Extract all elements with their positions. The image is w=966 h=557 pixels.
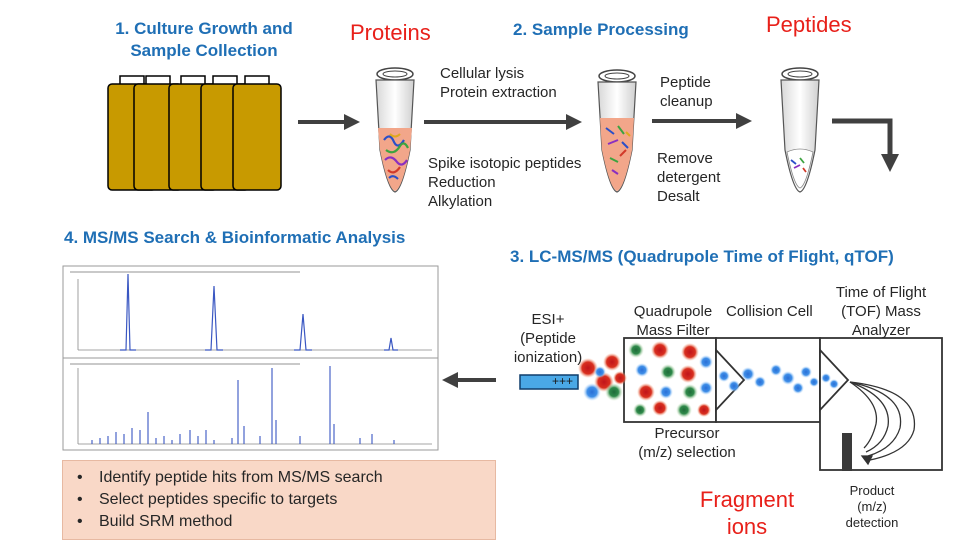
- product-label-line1: Product: [849, 483, 895, 498]
- tof-box: [819, 337, 943, 471]
- ion-cloud-collision: [718, 364, 839, 394]
- quadrupole-label: Quadrupole Mass Filter: [628, 302, 718, 340]
- step-4-title: 4. MS/MS Search & Bioinformatic Analysis: [64, 228, 406, 247]
- tof-label-line2: (TOF) Mass: [841, 303, 921, 320]
- ms-spectrum-bottom: [62, 357, 439, 451]
- fragment-ions-line1: Fragment: [699, 487, 795, 512]
- peptide-tube: [780, 67, 820, 193]
- lysis-note-line2: Protein extraction: [440, 84, 557, 101]
- arrow-3: [652, 113, 752, 129]
- bullet-item: •Build SRM method: [77, 513, 233, 530]
- culture-bottles: [107, 75, 282, 191]
- bullet-item: •Select peptides specific to targets: [77, 491, 338, 508]
- lysis-note: Cellular lysis Protein extraction: [440, 64, 557, 102]
- product-label: Product (m/z) detection: [830, 483, 914, 531]
- tof-ion-paths: [849, 381, 916, 466]
- step-1-title-line1: 1. Culture Growth and: [115, 19, 293, 38]
- detector: [842, 433, 852, 471]
- remove-note-line3: Desalt: [657, 188, 700, 205]
- proteins-label: Proteins: [350, 20, 431, 45]
- bottle-5: [232, 75, 282, 191]
- precursor-label-line2: (m/z) selection: [638, 444, 736, 461]
- spike-note-line3: Alkylation: [428, 193, 493, 210]
- fragment-ions-line2: ions: [726, 514, 768, 539]
- esi-label-line2: (Peptide: [520, 330, 576, 347]
- cleanup-note-line2: cleanup: [660, 93, 713, 110]
- ms-spectrum-top: [62, 265, 439, 359]
- collision-cell-label: Collision Cell: [726, 303, 813, 320]
- esi-label-line1: ESI+: [531, 311, 565, 328]
- bullet-text: Select peptides specific to targets: [99, 491, 338, 508]
- remove-note-line1: Remove: [657, 150, 713, 167]
- ion-cloud-quadrupole: [628, 341, 713, 418]
- spike-note-line1: Spike isotopic peptides: [428, 155, 582, 172]
- tof-label-line1: Time of Flight: [835, 284, 927, 301]
- peptides-label: Peptides: [766, 12, 852, 37]
- ion-cloud-esi: [578, 353, 627, 401]
- step-1-title: 1. Culture Growth and Sample Collection: [98, 18, 310, 62]
- step-2-title: 2. Sample Processing: [513, 20, 689, 39]
- quadrupole-label-line1: Quadrupole: [633, 303, 713, 320]
- arrow-2: [424, 114, 582, 130]
- esi-label-line3: ionization): [513, 349, 583, 366]
- arrow-1: [298, 114, 360, 130]
- remove-note: Remove detergent Desalt: [657, 149, 720, 206]
- bullet-text: Identify peptide hits from MS/MS search: [99, 469, 383, 486]
- lysis-note-line1: Cellular lysis: [440, 65, 525, 82]
- bullet-item: •Identify peptide hits from MS/MS search: [77, 469, 383, 486]
- bullet-text: Build SRM method: [99, 513, 233, 530]
- tof-label: Time of Flight (TOF) Mass Analyzer: [826, 283, 936, 340]
- cleanup-note: Peptide cleanup: [660, 73, 713, 111]
- esi-needle: [519, 374, 579, 390]
- processing-tube: [597, 69, 637, 193]
- remove-note-line2: detergent: [657, 169, 721, 186]
- analysis-bullet-box: •Identify peptide hits from MS/MS search…: [62, 460, 496, 540]
- arrow-down: [832, 118, 899, 172]
- tof-label-line3: Analyzer: [851, 322, 911, 339]
- precursor-label: Precursor (m/z) selection: [622, 424, 752, 462]
- spike-note-line2: Reduction: [428, 174, 496, 191]
- quadrupole-label-line2: Mass Filter: [636, 322, 710, 339]
- fragment-ions-label: Fragment ions: [690, 486, 804, 540]
- product-label-line3: detection: [845, 515, 899, 530]
- step-1-title-line2: Sample Collection: [130, 41, 278, 60]
- arrow-left: [442, 372, 496, 388]
- step-3-title: 3. LC-MS/MS (Quadrupole Time of Flight, …: [510, 247, 894, 266]
- plus-charges: +++: [552, 374, 574, 388]
- precursor-label-line1: Precursor: [654, 425, 720, 442]
- esi-label: ESI+ (Peptide ionization): [508, 310, 588, 367]
- cleanup-note-line1: Peptide: [660, 74, 711, 91]
- product-label-line2: (m/z): [857, 499, 887, 514]
- spike-note: Spike isotopic peptides Reduction Alkyla…: [428, 154, 581, 211]
- protein-tube: [375, 67, 415, 193]
